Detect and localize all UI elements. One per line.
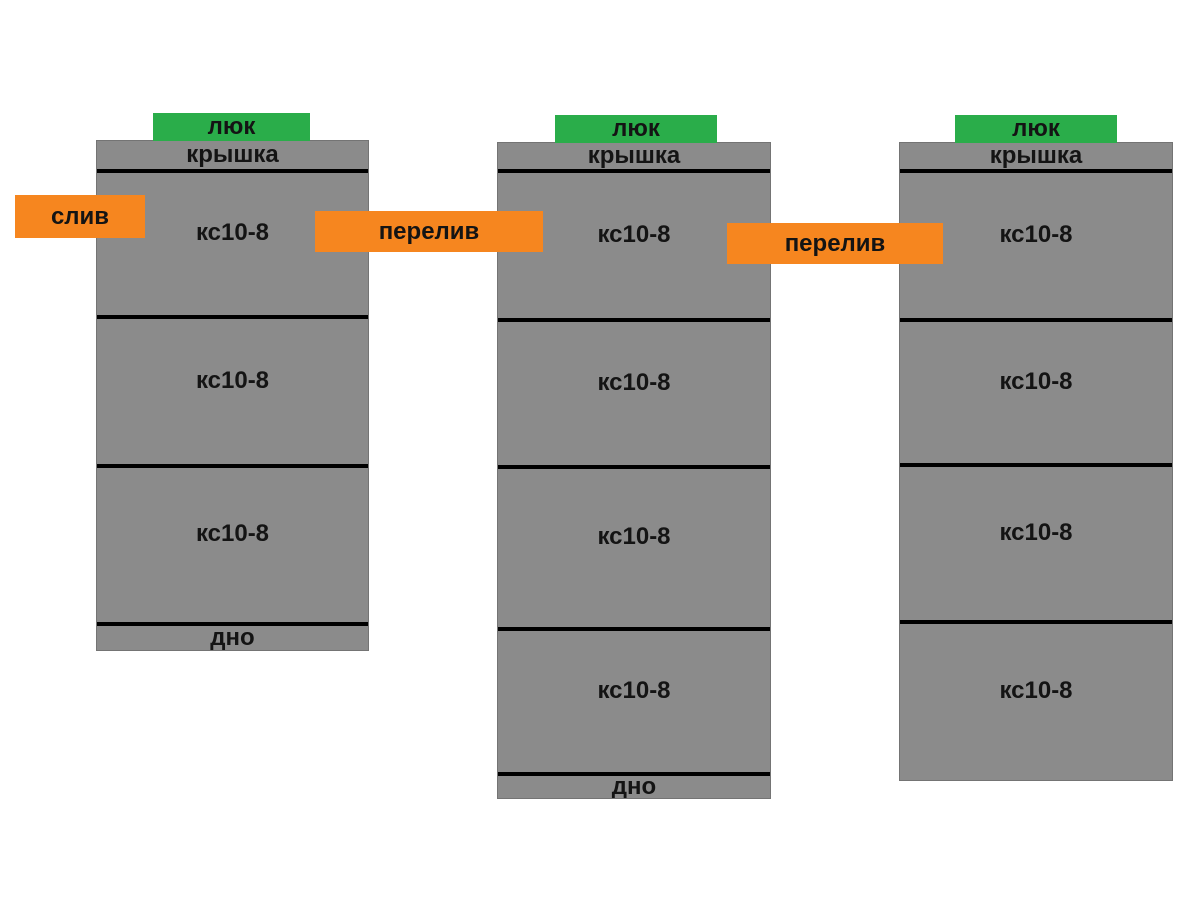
ring-label: кс10-8 — [900, 467, 1172, 624]
bottom-label: дно — [611, 773, 657, 800]
hatch-badge: люк — [153, 113, 310, 141]
ring-label: кс10-8 — [498, 469, 770, 631]
bottom-label: дно — [210, 624, 255, 651]
hatch-badge: люк — [555, 115, 717, 143]
ring-label: кс10-8 — [498, 631, 770, 776]
ring-label: кс10-8 — [97, 319, 368, 468]
cover-label: крышка — [97, 141, 368, 173]
ring-label: кс10-8 — [97, 173, 368, 319]
well-tank-2: люк крышка кс10-8 кс10-8 кс10-8 кс10-8 д… — [497, 115, 771, 800]
cover-label: крышка — [900, 143, 1172, 173]
ring-label: кс10-8 — [498, 173, 770, 322]
overflow-label-right: перелив — [727, 223, 943, 264]
ring-label: кс10-8 — [900, 322, 1172, 467]
ring-label: кс10-8 — [498, 322, 770, 469]
well-tank-3: люк крышка кс10-8 кс10-8 кс10-8 кс10-8 — [899, 115, 1173, 781]
ring-label: кс10-8 — [900, 173, 1172, 322]
cover-label: крышка — [498, 143, 770, 173]
drain-label: слив — [15, 195, 145, 238]
ring-label: кс10-8 — [999, 677, 1073, 704]
overflow-label-left: перелив — [315, 211, 543, 252]
hatch-badge: люк — [955, 115, 1117, 143]
ring-label: кс10-8 — [97, 468, 368, 626]
